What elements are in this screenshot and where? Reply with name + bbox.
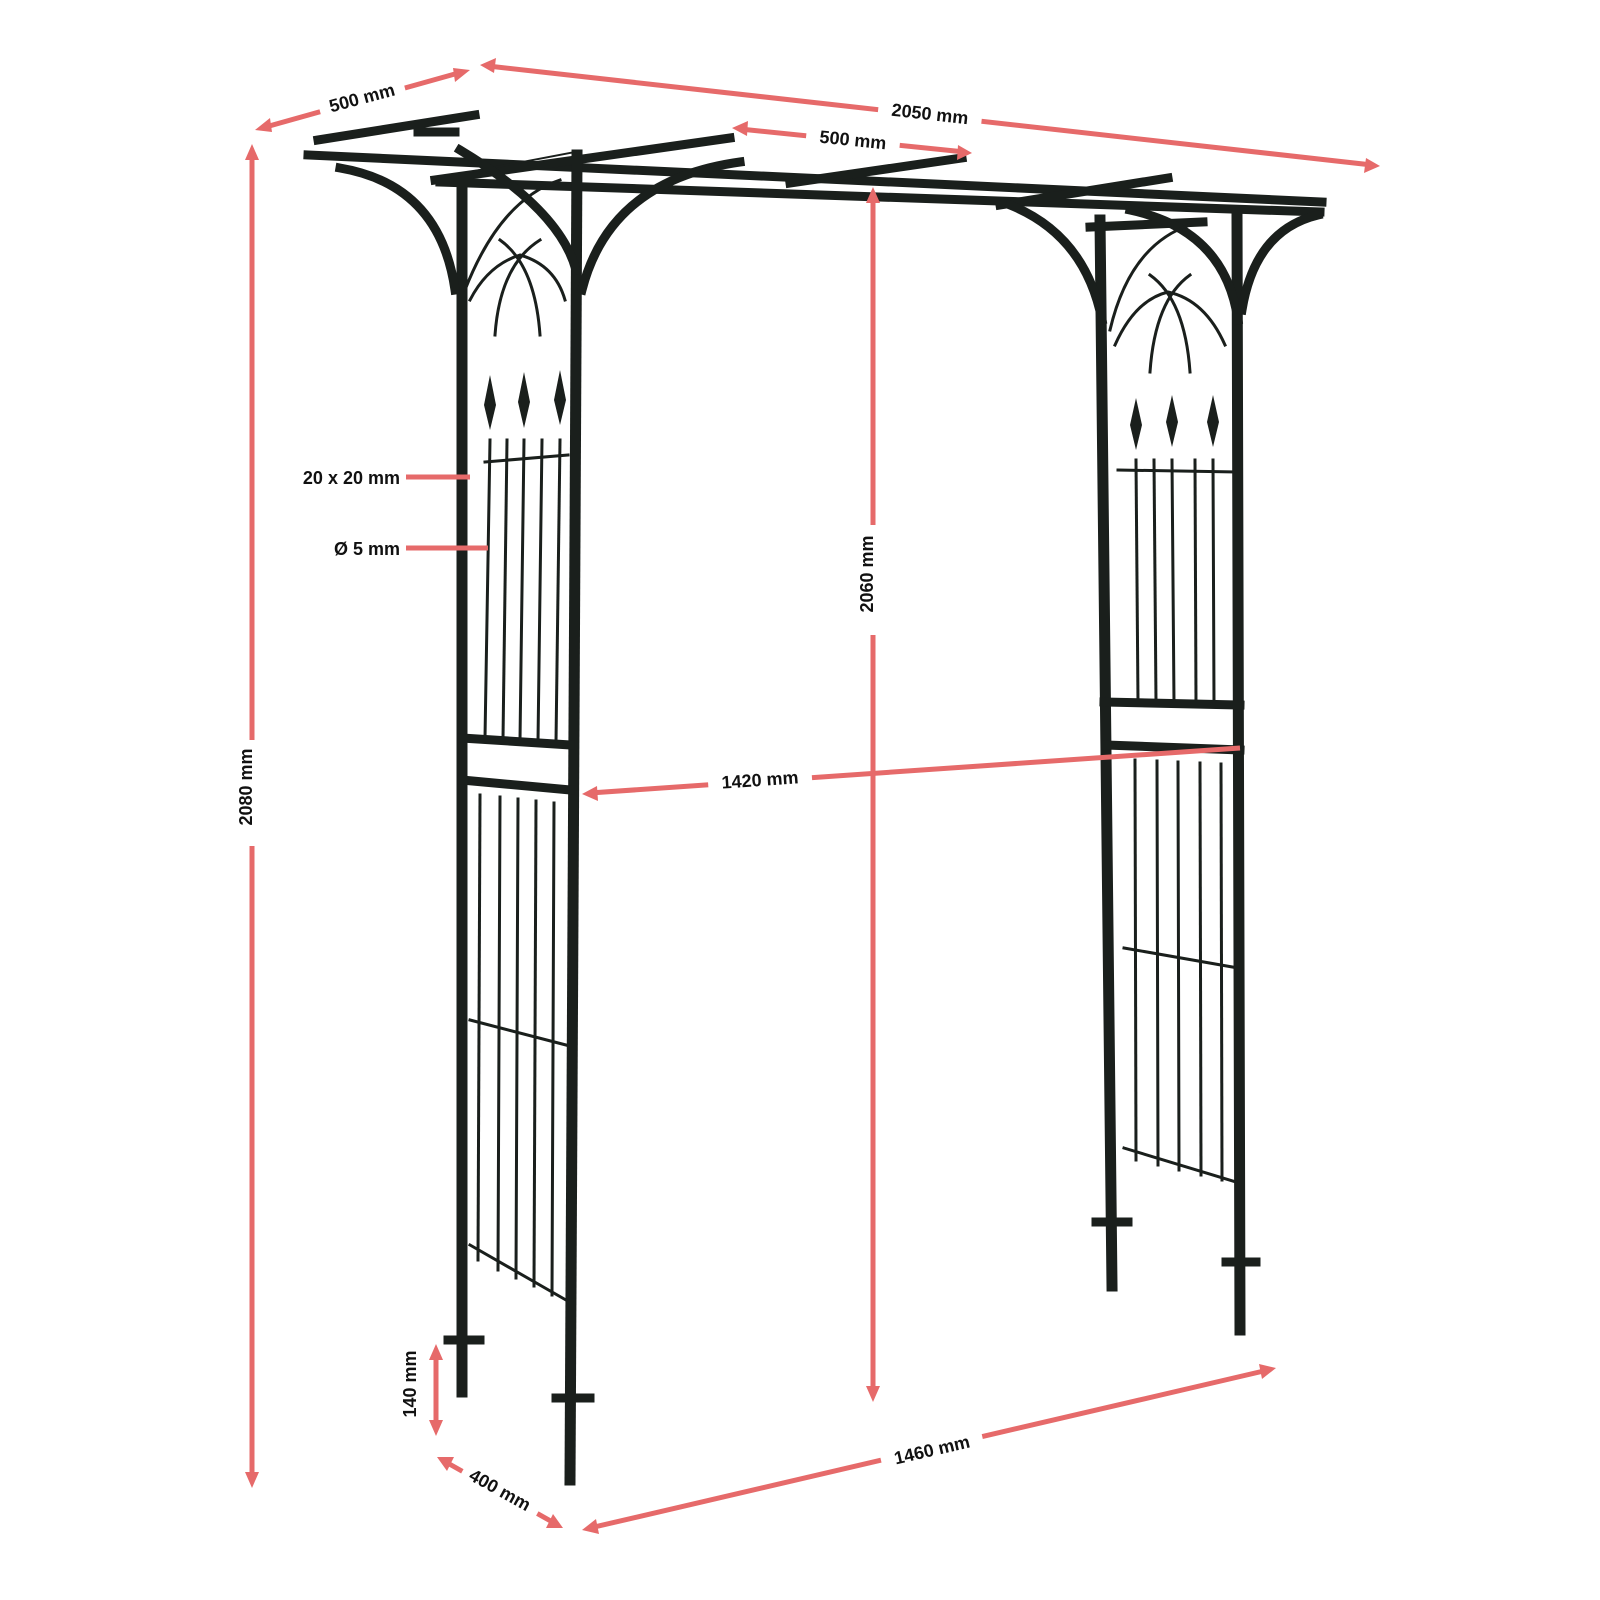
arch-frame [303, 109, 1327, 1486]
dim-rod-diameter: Ø 5 mm [334, 539, 488, 559]
label-total-width: 2050 mm [891, 100, 970, 128]
dim-passage-width: 1420 mm [582, 745, 1241, 801]
dim-beam-spacing: 500 mm [732, 121, 972, 160]
label-rod-diameter: Ø 5 mm [334, 539, 400, 559]
dim-total-height: 2080 mm [236, 144, 264, 1488]
left-tower [334, 143, 746, 1486]
right-tower [1004, 199, 1324, 1336]
left-front-post [564, 149, 583, 1486]
label-ground-spike: 140 mm [400, 1350, 420, 1417]
label-top-depth: 500 mm [327, 80, 397, 117]
dim-total-width: 2050 mm [480, 58, 1380, 173]
right-back-post [1094, 214, 1118, 1292]
dim-profile: 20 x 20 mm [303, 468, 470, 488]
dim-base-width: 1460 mm [582, 1364, 1276, 1534]
dim-passage-height: 2060 mm [857, 187, 885, 1402]
dim-base-depth: 400 mm [437, 1457, 563, 1528]
right-front-post [1231, 208, 1246, 1336]
label-total-height: 2080 mm [236, 748, 256, 825]
label-passage-height: 2060 mm [857, 535, 877, 612]
dim-ground-spike: 140 mm [400, 1344, 443, 1436]
label-profile: 20 x 20 mm [303, 468, 400, 488]
dimension-annotations: 500 mm 2050 mm 500 mm 2080 mm [236, 58, 1380, 1534]
label-base-width: 1460 mm [892, 1432, 972, 1469]
